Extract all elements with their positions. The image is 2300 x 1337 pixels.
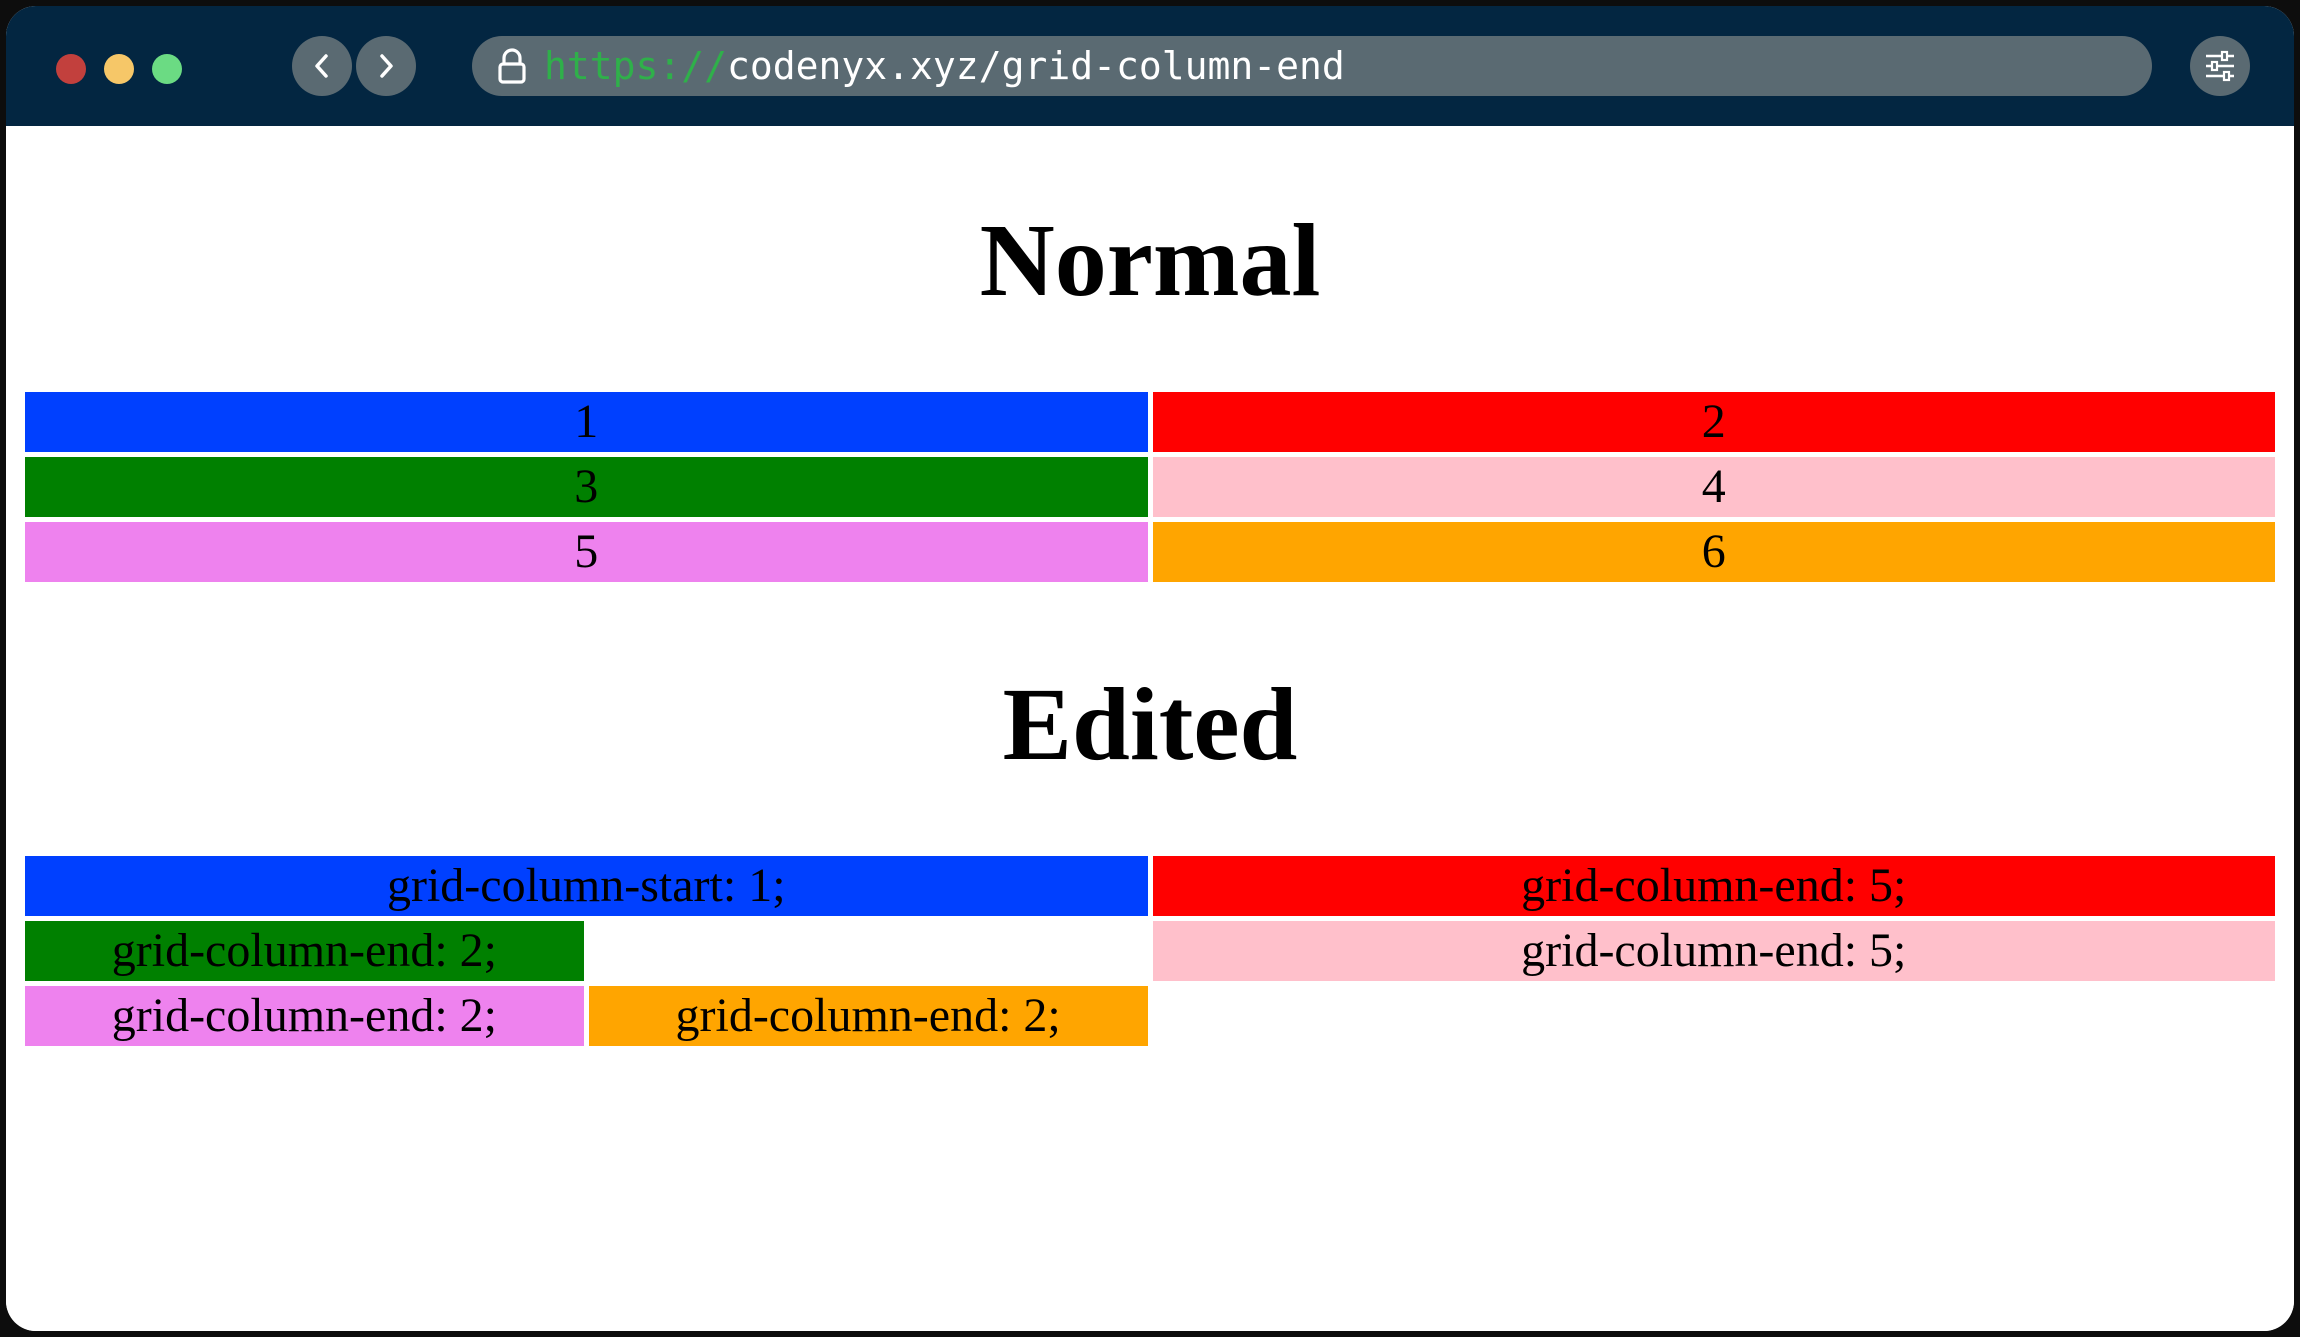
url-host: codenyx.xyz/grid-column-end [727,44,1345,88]
back-button[interactable] [292,36,352,96]
url-text[interactable]: https://codenyx.xyz/grid-column-end [544,36,1345,96]
minimize-window-button[interactable] [104,54,134,84]
browser-toolbar: https://codenyx.xyz/grid-column-end [6,6,2294,126]
normal-heading: Normal [979,203,1321,318]
edited-grid: grid-column-start: 1; grid-column-end: 5… [25,856,2275,1046]
grid-item: 1 [25,392,1148,452]
grid-item: grid-column-end: 2; [588,986,1148,1046]
grid-item: grid-column-start: 1; [25,856,1148,916]
maximize-window-button[interactable] [152,54,182,84]
grid-item: 5 [25,522,1148,582]
grid-item: 2 [1152,392,2275,452]
grid-item: grid-column-end: 5; [1152,921,2275,981]
grid-item: grid-column-end: 2; [25,921,584,981]
lock-icon [498,48,526,84]
close-window-button[interactable] [56,54,86,84]
forward-button[interactable] [356,36,416,96]
grid-item: 6 [1152,522,2275,582]
url-scheme: https:// [544,44,728,88]
chevron-right-icon [380,54,393,78]
grid-item: grid-column-end: 2; [25,986,584,1046]
settings-button[interactable] [2190,36,2250,96]
grid-item: 4 [1152,457,2275,517]
browser-window: https://codenyx.xyz/grid-column-end Norm… [6,6,2294,1331]
grid-item: 3 [25,457,1148,517]
sliders-icon [2206,50,2234,82]
page-content: Normal 1 2 3 4 5 6 Edited grid-column-st… [6,126,2294,1331]
grid-item: grid-column-end: 5; [1152,856,2275,916]
address-bar[interactable]: https://codenyx.xyz/grid-column-end [472,36,2152,96]
edited-heading: Edited [1002,667,1298,782]
chevron-left-icon [315,54,328,78]
normal-grid: 1 2 3 4 5 6 [25,392,2275,582]
